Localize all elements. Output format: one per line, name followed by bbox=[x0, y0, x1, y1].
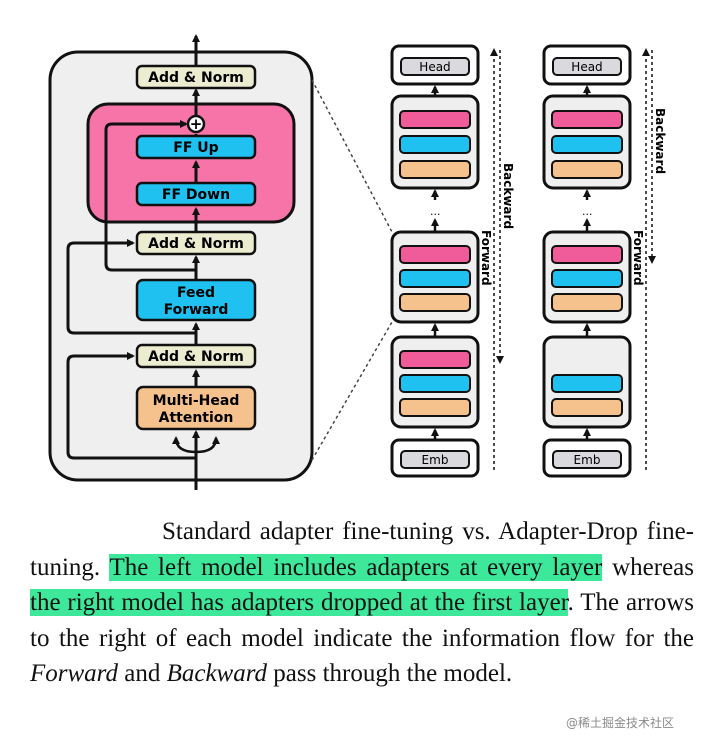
adapter-pink bbox=[399, 350, 471, 369]
emb-inner bbox=[552, 450, 622, 469]
mha-label-2: Attention bbox=[159, 410, 234, 426]
emb-label: Emb bbox=[574, 453, 601, 467]
adapter-skip-connection bbox=[104, 120, 196, 272]
emb-inner bbox=[400, 450, 470, 469]
add-norm-mid-label: Add & Norm bbox=[148, 236, 244, 252]
ff-down-label: FF Down bbox=[162, 187, 230, 203]
figure-caption: Standard adapter fine-tuning vs. Adapter… bbox=[30, 514, 694, 692]
residual-add-symbol: + bbox=[190, 115, 203, 133]
emb-label: Emb bbox=[422, 453, 449, 467]
caption-highlight-2: the right model has adapters dropped at … bbox=[30, 589, 568, 616]
attention-orange bbox=[399, 398, 471, 417]
caption-part3: . The arrows to the right of each model … bbox=[30, 589, 694, 652]
head-label: Head bbox=[419, 60, 450, 74]
ff-blue bbox=[551, 269, 623, 288]
feed-forward-label-1: Feed bbox=[177, 285, 215, 301]
add-norm-bottom-box bbox=[135, 343, 257, 369]
caption-backward-word: Backward bbox=[166, 660, 268, 687]
backward-label: Backward bbox=[653, 108, 667, 174]
ff-blue bbox=[399, 135, 471, 154]
add-norm-mid-box bbox=[135, 230, 257, 256]
caption-part5: pass through the model. bbox=[267, 660, 513, 687]
adapter-pink bbox=[551, 245, 623, 264]
adapter-pink bbox=[399, 110, 471, 129]
ff-blue bbox=[551, 374, 623, 393]
head-inner bbox=[552, 57, 622, 76]
model-left-all-adapters: Head ... Emb Forward Backward bbox=[390, 44, 515, 478]
adapter-pink bbox=[399, 245, 471, 264]
ff-blue bbox=[399, 374, 471, 393]
caption-forward-word: Forward bbox=[30, 660, 118, 687]
attention-orange bbox=[551, 160, 623, 179]
watermark: @稀土掘金技术社区 bbox=[566, 716, 675, 730]
caption-highlight-1: The left model includes adapters at ever… bbox=[109, 553, 603, 581]
attention-skip-connection bbox=[66, 352, 196, 460]
adapterdrop-figure: Add & Norm + FF Up FF Down Add & Norm Fe… bbox=[48, 34, 667, 490]
add-norm-bottom-label: Add & Norm bbox=[148, 349, 244, 365]
caption-part4: and bbox=[117, 660, 167, 687]
caption-part1: Standard adapter fine-tuning vs. Adapter… bbox=[30, 518, 694, 581]
mha-label-1: Multi-Head bbox=[153, 393, 240, 409]
ellipsis: ... bbox=[582, 205, 593, 218]
head-label: Head bbox=[571, 60, 602, 74]
qkv-arrow-right bbox=[195, 436, 220, 454]
feed-forward-label-2: Forward bbox=[164, 302, 229, 318]
ff-skip-connection bbox=[66, 239, 196, 335]
attention-orange bbox=[551, 293, 623, 312]
attention-orange bbox=[399, 293, 471, 312]
attention-orange bbox=[551, 398, 623, 417]
qkv-arrow-left bbox=[172, 436, 197, 454]
ff-blue bbox=[551, 135, 623, 154]
model-right-adapterdrop: Head ... Emb Forward Backward bbox=[542, 44, 667, 478]
zoom-line-top bbox=[311, 79, 393, 233]
zoom-line-bottom bbox=[311, 321, 393, 461]
forward-label: Forward bbox=[631, 230, 645, 286]
caption-part2: whereas bbox=[602, 553, 694, 581]
adapter-pink bbox=[551, 110, 623, 129]
head-inner bbox=[400, 57, 470, 76]
add-norm-top-label: Add & Norm bbox=[148, 70, 244, 86]
ff-up-label: FF Up bbox=[173, 140, 218, 156]
backward-label: Backward bbox=[501, 163, 515, 229]
ff-blue bbox=[399, 269, 471, 288]
ellipsis: ... bbox=[430, 205, 441, 218]
transformer-block-diagram: Add & Norm + FF Up FF Down Add & Norm Fe… bbox=[48, 34, 314, 490]
forward-label: Forward bbox=[479, 230, 493, 286]
attention-orange bbox=[399, 160, 471, 179]
